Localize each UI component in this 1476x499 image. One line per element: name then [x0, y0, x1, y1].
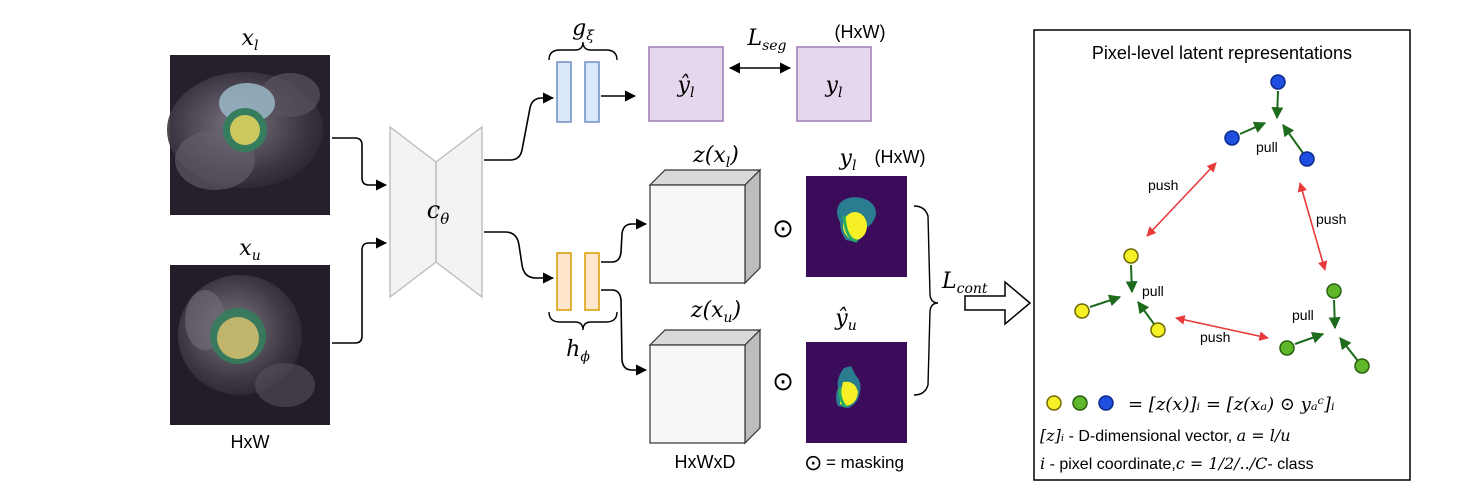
feature-cube-labeled	[648, 168, 762, 285]
mask-labeled-size: (HxW)	[875, 147, 926, 167]
push-label: push	[1200, 329, 1230, 345]
point-green	[1279, 340, 1295, 356]
contrastive-loss-label: Lcont	[941, 269, 988, 297]
mask-labeled-label: yl	[839, 146, 857, 174]
arrow-encoder-to-seghead	[484, 92, 555, 161]
point-yellow	[1123, 248, 1139, 264]
seg-head-label: gξ	[572, 16, 595, 44]
gt-seg-box	[796, 46, 872, 122]
lv-overlay	[230, 115, 260, 145]
note-pixel: i - pixel coordinate,c = 1/2/../C- class	[1040, 454, 1314, 473]
pull-label: pull	[1256, 139, 1278, 155]
seg-head-layer-1	[556, 61, 572, 123]
push-label: push	[1316, 211, 1346, 227]
arrow-xl-to-encoder	[332, 137, 388, 191]
encoder-block	[389, 125, 483, 299]
gt-size-label: (HxW)	[835, 22, 886, 42]
cluster-green: pull	[1279, 283, 1370, 374]
feature-cube-unlabeled	[648, 328, 762, 445]
point-yellow	[1074, 303, 1090, 319]
arrow-projhead-to-zu	[601, 289, 648, 376]
cluster-yellow: pull	[1074, 248, 1166, 338]
push-label: push	[1148, 177, 1178, 193]
feature-map-labeled-label: z(xl)	[692, 143, 739, 171]
note-vector: [z]ᵢ - D-dimensional vector, a = l/u	[1040, 426, 1291, 445]
encoder-label: cθ	[427, 196, 449, 228]
contrastive-hollow-arrow	[964, 280, 1032, 326]
legend-dot-green	[1072, 395, 1088, 411]
contrastive-brace	[913, 205, 939, 396]
input-unlabeled-label: xu	[239, 236, 260, 264]
proj-head-brace	[548, 311, 618, 331]
mask-unlabeled-label: ŷu	[834, 306, 856, 334]
pred-seg-label: ŷl	[677, 73, 695, 101]
pull-label: pull	[1292, 307, 1314, 323]
arrow-projhead-to-zl	[601, 218, 648, 263]
masking-legend-symbol: ⊙	[804, 450, 822, 475]
point-green	[1326, 283, 1342, 299]
seg-head-brace	[548, 41, 618, 61]
feature-map-unlabeled-label: z(xu)	[690, 298, 741, 326]
point-yellow	[1150, 322, 1166, 338]
proj-head-layer-2	[584, 252, 600, 311]
pred-seg-box	[648, 46, 724, 122]
feature-size-label: HxWxD	[675, 452, 736, 472]
arrow-encoder-to-projhead	[484, 231, 555, 284]
lv-overlay-u	[217, 317, 259, 359]
point-blue	[1299, 151, 1315, 167]
arrow-xu-to-encoder	[332, 237, 388, 344]
input-size-label: HxW	[231, 432, 270, 452]
latent-panel	[1033, 29, 1411, 481]
point-blue	[1270, 74, 1286, 90]
push-arrow-blue-green	[1297, 182, 1328, 271]
point-green	[1354, 358, 1370, 374]
mask-unlabeled	[806, 342, 907, 443]
pull-label: pull	[1142, 283, 1164, 299]
mri-image-unlabeled	[170, 265, 330, 425]
masking-operator-unlabeled: ⊙	[772, 366, 794, 396]
latent-panel-title: Pixel-level latent representations	[1092, 43, 1352, 63]
mri-image-labeled	[167, 55, 330, 215]
input-labeled-label: xl	[242, 26, 259, 54]
legend-dot-yellow	[1046, 395, 1062, 411]
latent-equation: = [z(x)]ᵢ = [z(xₐ) ⊙ yₐᶜ]ᵢ	[1128, 394, 1335, 415]
seg-loss-label: Lseg	[746, 26, 786, 54]
masking-operator-labeled: ⊙	[772, 213, 794, 243]
legend-dot-blue	[1098, 395, 1114, 411]
masking-legend-text: = masking	[826, 453, 904, 472]
proj-head-label: hϕ	[566, 337, 590, 365]
push-arrow-yellow-blue	[1146, 162, 1217, 237]
mask-labeled	[806, 176, 907, 277]
seg-head-layer-2	[584, 61, 600, 123]
point-blue	[1224, 130, 1240, 146]
push-arrow-yellow-green	[1175, 315, 1269, 341]
proj-head-layer-1	[556, 252, 572, 311]
gt-seg-label: yl	[825, 73, 843, 101]
cluster-blue: pull	[1224, 74, 1315, 167]
